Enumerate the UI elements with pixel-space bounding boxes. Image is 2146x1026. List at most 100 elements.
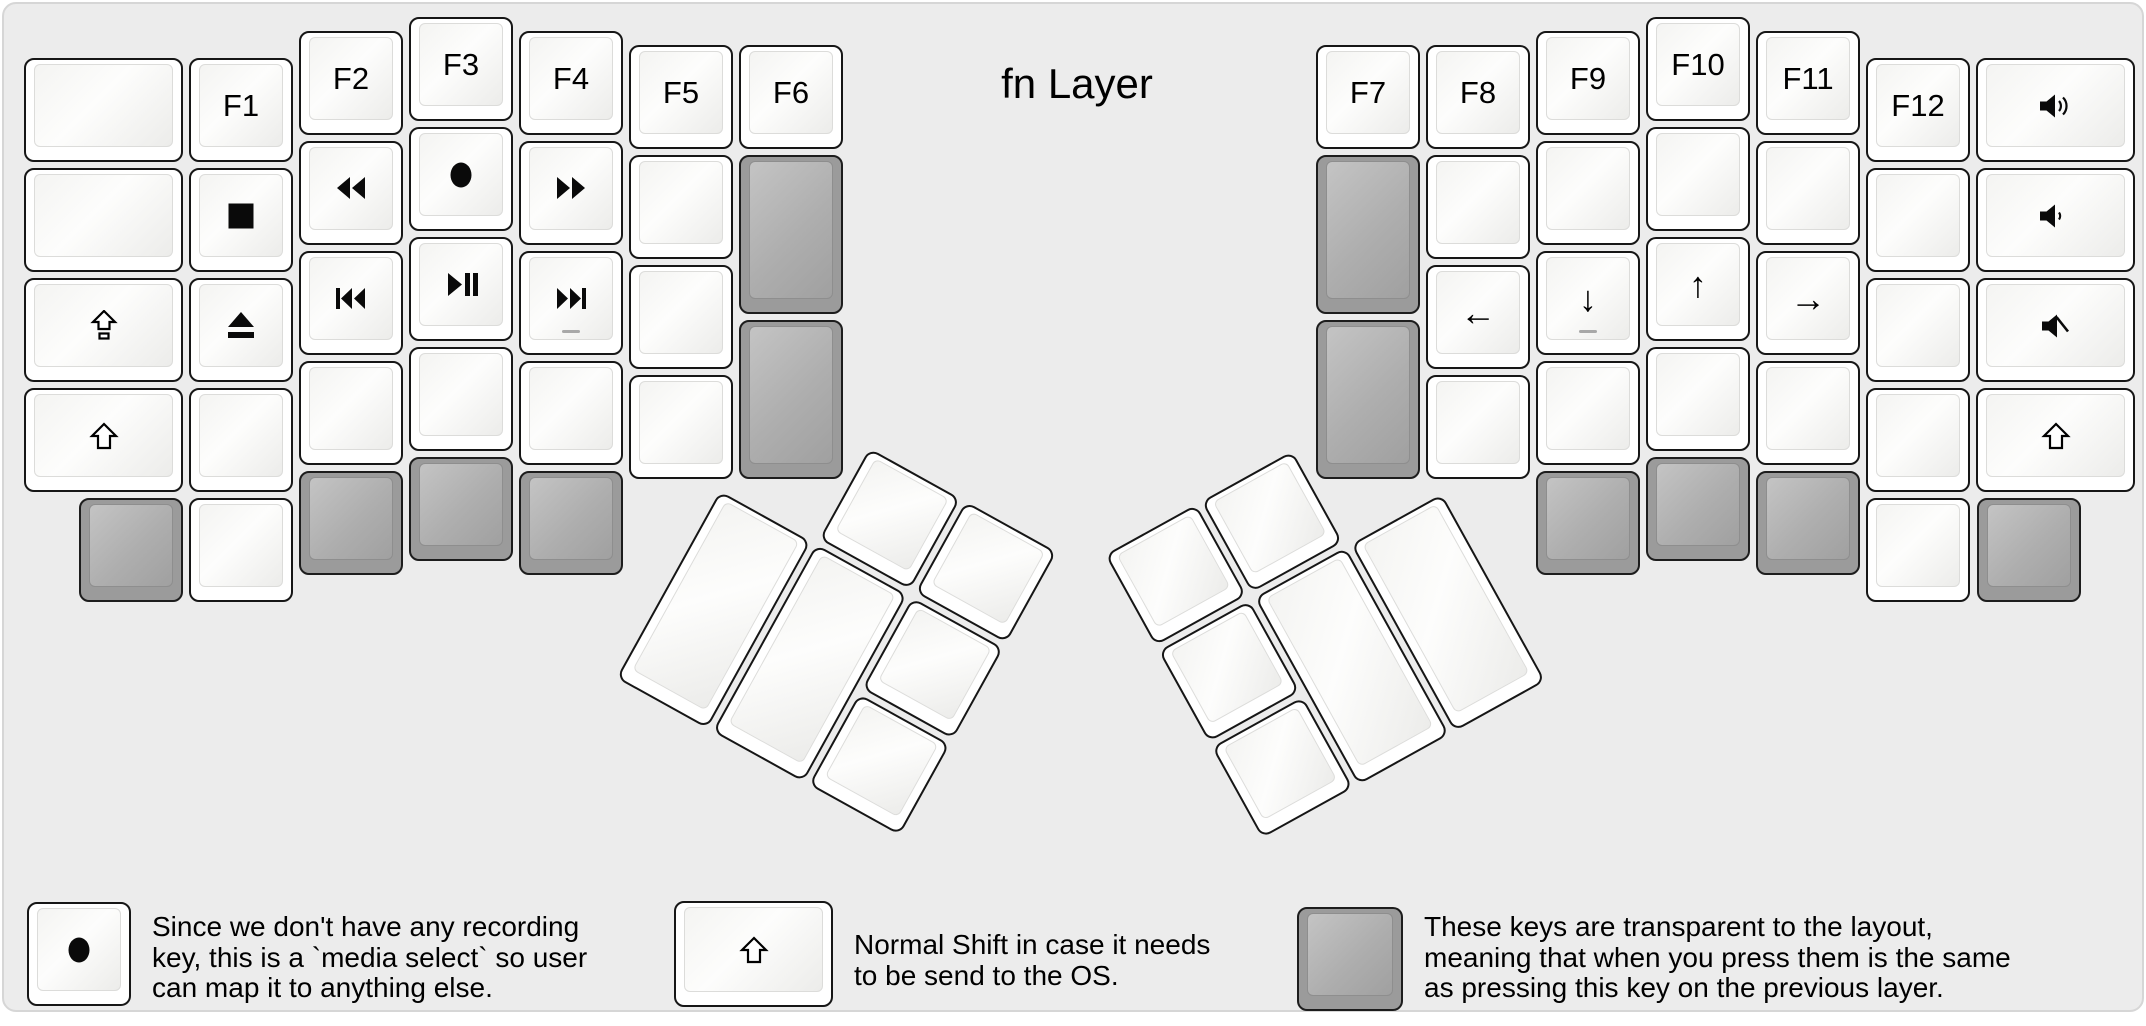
keycap-top (529, 367, 613, 450)
key-blank (24, 58, 183, 162)
key-transparent (1646, 457, 1750, 561)
homing-bar-mark (1579, 329, 1597, 333)
keycap-top (199, 174, 283, 257)
keycap-top (1766, 477, 1850, 560)
key-next-track (519, 251, 623, 355)
keycap-top (639, 271, 723, 354)
keycap-top (1546, 147, 1630, 230)
keycap-top (1766, 147, 1850, 230)
keycap-top (1546, 477, 1630, 560)
eject-icon (223, 311, 259, 341)
keycap-top (89, 504, 173, 587)
key-play-pause (409, 237, 513, 341)
shift-icon (738, 935, 769, 964)
record-icon (443, 160, 479, 190)
prev-track-icon (333, 284, 369, 314)
legend-line: These keys are transparent to the layout… (1424, 911, 1933, 942)
key-transparent (79, 498, 183, 602)
key-media-select-sample (27, 902, 131, 1006)
key-f3: F3 (409, 17, 513, 121)
key-blank (409, 347, 513, 451)
key-label: F8 (1459, 74, 1497, 110)
legend-line: Normal Shift in case it needs (854, 929, 1211, 960)
legend-text-transparent: These keys are transparent to the layout… (1424, 911, 2011, 1004)
key-blank (1866, 278, 1970, 382)
key-blank (1426, 155, 1530, 259)
mute-icon (2036, 311, 2076, 341)
keycap-top (309, 367, 393, 450)
keycap-top (529, 477, 613, 560)
key-shift-sample (674, 901, 833, 1007)
homing-bar-mark (562, 329, 580, 333)
legend-line: as pressing this key on the previous lay… (1424, 972, 1944, 1003)
key-blank (24, 168, 183, 272)
key-transparent (409, 457, 513, 561)
keycap-top (309, 147, 393, 230)
key-blank (1426, 375, 1530, 479)
key-blank (1756, 141, 1860, 245)
key-blank (1646, 127, 1750, 231)
shift-icon (88, 421, 119, 450)
keycap-top: ← (1436, 271, 1520, 354)
keycap-top (1436, 381, 1520, 464)
key-transparent-sample (1297, 907, 1403, 1011)
key-transparent (1977, 498, 2081, 602)
key-label: F7 (1349, 74, 1387, 110)
key-label: F2 (332, 60, 370, 96)
keycap-top (529, 257, 613, 340)
key-transparent (519, 471, 623, 575)
down-arrow-icon: ↓ (1579, 277, 1597, 319)
key-left-arrow: ← (1426, 265, 1530, 369)
legend-line: can map it to anything else. (152, 972, 493, 1003)
keycap-top (309, 257, 393, 340)
key-f11: F11 (1756, 31, 1860, 135)
keycap-top (1876, 174, 1960, 257)
key-label: F3 (442, 46, 480, 82)
key-stop (189, 168, 293, 272)
up-arrow-icon: ↑ (1689, 263, 1707, 305)
keycap-top (419, 463, 503, 546)
keycap-top (1766, 367, 1850, 450)
keycap-top (1212, 461, 1327, 575)
keycap-top: F11 (1766, 37, 1850, 120)
key-media-select (409, 127, 513, 231)
key-blank (629, 265, 733, 369)
next-track-icon (553, 284, 589, 314)
key-caps-lock (24, 278, 183, 382)
keycap-top (1656, 463, 1740, 546)
keycap-top: ↓ (1546, 257, 1630, 340)
key-f4: F4 (519, 31, 623, 135)
key-blank (1536, 141, 1640, 245)
keycap-top: F10 (1656, 23, 1740, 106)
keycap-top (1116, 514, 1231, 628)
keycap-top (34, 64, 173, 147)
keycap-top (749, 161, 833, 299)
keycap-top (931, 511, 1046, 625)
keycap-top: F5 (639, 51, 723, 134)
key-blank (519, 361, 623, 465)
keycap-top: F12 (1876, 64, 1960, 147)
keycap-top (1436, 161, 1520, 244)
keycap-top (419, 353, 503, 436)
keycap-top (1876, 284, 1960, 367)
keycap-top (1326, 161, 1410, 299)
key-fast-forward (519, 141, 623, 245)
rewind-icon (333, 174, 369, 204)
key-label: F11 (1782, 60, 1834, 96)
key-blank (1866, 388, 1970, 492)
legend-line: to be send to the OS. (854, 959, 1119, 991)
key-blank (629, 375, 733, 479)
keycap-top (639, 161, 723, 244)
play-pause-icon (443, 270, 479, 300)
keycap-top: F9 (1546, 37, 1630, 120)
legend-line: key, this is a `media select` so user (152, 941, 588, 973)
key-blank (189, 388, 293, 492)
keycap-top: → (1766, 257, 1850, 340)
key-up-arrow: ↑ (1646, 237, 1750, 341)
key-blank (299, 361, 403, 465)
right-arrow-icon: → (1790, 277, 1826, 319)
key-f5: F5 (629, 45, 733, 149)
keycap-top (684, 907, 823, 992)
key-blank (1756, 361, 1860, 465)
keycap-top (309, 477, 393, 560)
